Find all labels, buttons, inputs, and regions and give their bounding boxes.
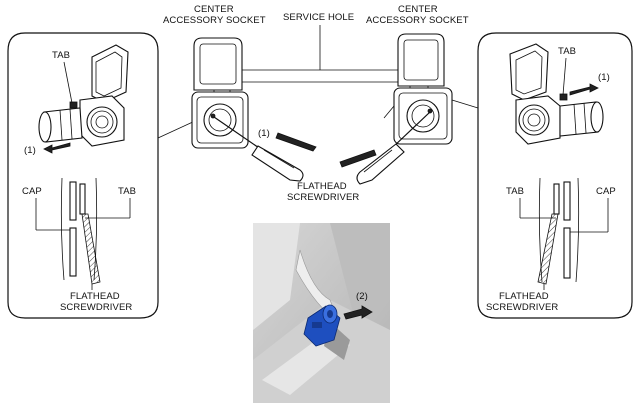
right-step-label: (1) — [598, 72, 610, 83]
left-detail-panel: TAB (1) CAP TAB FLATHEAD SCREWDRIVER — [7, 32, 209, 319]
right-cross-section — [519, 177, 609, 290]
left-cap-label: CAP — [22, 186, 42, 197]
center-arrow-left — [275, 132, 317, 152]
left-screwdriver — [213, 116, 304, 182]
service-hole-label: SERVICE HOLE — [283, 12, 354, 23]
center-socket-right-label-2: ACCESSORY SOCKET — [366, 15, 469, 26]
bottom-photo: (2) — [253, 223, 390, 403]
center-socket-right-label-1: CENTER — [398, 4, 438, 15]
center-screwdriver-label-2: SCREWDRIVER — [287, 192, 359, 203]
left-panel-border — [7, 32, 159, 319]
center-top-area: CENTER ACCESSORY SOCKET SERVICE HOLE CEN… — [163, 4, 469, 203]
left-socket-sketch — [38, 44, 129, 147]
left-tab-cross-label: TAB — [118, 186, 136, 197]
center-socket-left-label-2: ACCESSORY SOCKET — [163, 15, 266, 26]
center-socket-left-label-1: CENTER — [194, 4, 234, 15]
right-arrow-1 — [569, 83, 599, 96]
left-socket-front — [191, 37, 249, 149]
left-arrow-1 — [43, 142, 71, 154]
left-step-label: (1) — [24, 145, 36, 156]
right-panel-border — [477, 32, 633, 319]
photo-arrow-2 — [343, 305, 373, 320]
photo-step-label: (2) — [356, 291, 368, 302]
right-tab-label: TAB — [558, 46, 576, 57]
right-detail-panel: TAB (1) TAB CAP FLATHEAD SCREWDRIVER — [451, 32, 633, 319]
right-screwdriver-label-1: FLATHEAD — [499, 291, 549, 302]
center-screwdriver-label-1: FLATHEAD — [297, 181, 347, 192]
center-step-label: (1) — [258, 128, 270, 139]
right-socket-sketch — [509, 43, 604, 145]
left-tab-label: TAB — [52, 50, 70, 61]
photo-panel-left — [253, 223, 300, 330]
center-arrow-right — [339, 149, 377, 168]
right-socket-front — [393, 33, 453, 145]
blue-accessory-socket — [303, 304, 341, 347]
right-screwdriver-label-2: SCREWDRIVER — [486, 302, 558, 313]
right-cap-label: CAP — [596, 186, 616, 197]
left-screwdriver-label-2: SCREWDRIVER — [60, 302, 132, 313]
right-panel-leader — [451, 99, 479, 109]
right-tab-cross-label: TAB — [506, 186, 524, 197]
left-cross-section — [35, 177, 131, 290]
left-screwdriver-label-1: FLATHEAD — [70, 291, 120, 302]
right-screwdriver — [356, 105, 431, 185]
